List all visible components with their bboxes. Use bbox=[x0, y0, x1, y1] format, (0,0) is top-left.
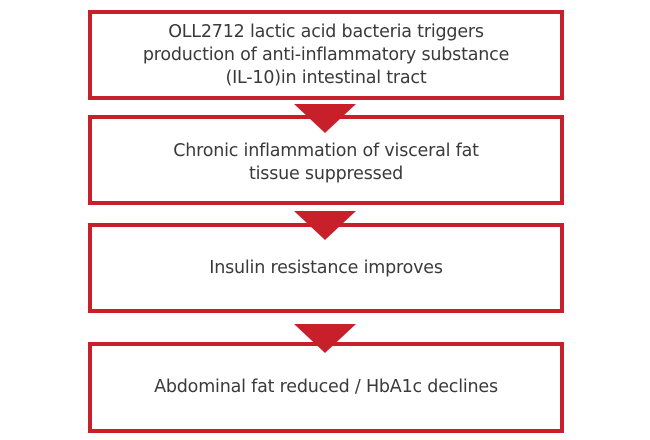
step-4-line-1: Abdominal fat reduced / HbA1c declines bbox=[154, 377, 498, 397]
down-triangle-arrow-icon bbox=[294, 104, 356, 133]
step-1-line-2: production of anti-inflammatory substanc… bbox=[142, 44, 510, 65]
step-text-4: Abdominal fat reduced / HbA1c declines bbox=[134, 376, 518, 399]
step-3-line-1: Insulin resistance improves bbox=[209, 257, 443, 278]
step-text-2: Chronic inflammation of visceral fat tis… bbox=[153, 140, 499, 186]
down-triangle-arrow-icon bbox=[294, 211, 356, 240]
step-box-1: OLL2712 lactic acid bacteria triggers pr… bbox=[88, 10, 564, 100]
down-triangle-arrow-icon bbox=[294, 324, 356, 353]
step-2-line-1: Chronic inflammation of visceral fat bbox=[173, 141, 479, 161]
step-1-line-3: (IL-10)in intestinal tract bbox=[225, 67, 427, 88]
step-1-line-1: OLL2712 lactic acid bacteria triggers bbox=[168, 21, 484, 42]
step-text-3: Insulin resistance improves bbox=[189, 257, 463, 280]
step-text-1: OLL2712 lactic acid bacteria triggers pr… bbox=[123, 21, 529, 90]
step-box-4: Abdominal fat reduced / HbA1c declines bbox=[88, 342, 564, 433]
step-2-line-2: tissue suppressed bbox=[248, 164, 404, 184]
